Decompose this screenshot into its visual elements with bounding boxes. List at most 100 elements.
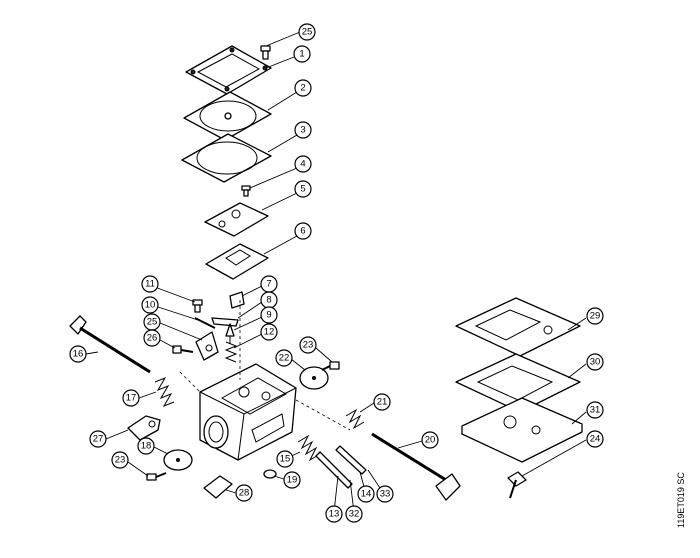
svg-text:18: 18: [141, 441, 152, 452]
callout-3: 3: [294, 121, 312, 139]
callout-9: 9: [260, 306, 278, 324]
screw-part-31: [507, 471, 527, 499]
callout-16: 16: [69, 345, 87, 363]
spring-part-12: [224, 341, 238, 363]
throttle-plate-part-18: [163, 449, 193, 471]
callout-29: 30: [586, 353, 604, 371]
callout-10: 10: [141, 296, 159, 314]
spring-part-17: [154, 376, 175, 408]
callout-5: 5: [294, 180, 312, 198]
callout-6: 6: [294, 222, 312, 240]
svg-text:5: 5: [300, 184, 305, 195]
svg-text:17: 17: [126, 393, 137, 404]
needle-part-13: [315, 451, 353, 489]
callout-31: 24: [586, 430, 604, 448]
screw-part-25-top: [260, 45, 271, 60]
svg-text:6: 6: [300, 226, 305, 237]
lever-part-24: [195, 331, 219, 361]
svg-text:32: 32: [349, 509, 360, 520]
lever-part-8: [211, 317, 239, 327]
o-ring-part-19: [263, 469, 277, 479]
svg-text:29: 29: [590, 311, 601, 322]
drawing-code-label: 119ET019 SC: [676, 472, 686, 528]
svg-text:8: 8: [266, 295, 271, 306]
callout-23-left: 23: [111, 451, 129, 469]
callout-2: 2: [294, 79, 312, 97]
svg-text:25: 25: [147, 317, 158, 328]
callout-20: 20: [421, 431, 439, 449]
screw-part-4: [241, 185, 251, 197]
callout-32: 32: [345, 505, 363, 523]
screw-part-23-right: [321, 361, 340, 371]
svg-text:20: 20: [425, 435, 436, 446]
svg-text:19: 19: [287, 475, 298, 486]
callout-19: 19: [283, 471, 301, 489]
gasket-part-3: [181, 133, 272, 183]
svg-text:24: 24: [590, 434, 601, 445]
pump-cover-part-30: [461, 397, 583, 463]
svg-text:23: 23: [303, 340, 314, 351]
svg-text:12: 12: [264, 327, 275, 338]
callout-13: 13: [325, 505, 343, 523]
fitting-part-26: [127, 415, 161, 441]
svg-text:16: 16: [73, 349, 84, 360]
spring-part-21: [345, 408, 365, 430]
svg-text:3: 3: [300, 125, 305, 136]
svg-text:9: 9: [266, 310, 271, 321]
inlet-needle-part-9: [225, 323, 235, 344]
choke-plate-part-22: [299, 366, 329, 390]
svg-text:21: 21: [377, 397, 388, 408]
svg-text:2: 2: [300, 83, 305, 94]
svg-text:13: 13: [329, 509, 340, 520]
callout-17: 17: [122, 389, 140, 407]
idle-screw-part-27: [203, 475, 233, 499]
callout-21: 21: [373, 393, 391, 411]
diaphragm-part-29: [455, 353, 581, 413]
svg-text:10: 10: [145, 300, 156, 311]
needle-part-14: [335, 445, 367, 475]
gasket-part-28: [455, 297, 581, 357]
spring-part-15: [297, 434, 321, 462]
svg-text:7: 7: [266, 279, 271, 290]
metering-lever-plate-part-5: [204, 202, 269, 237]
callout-7: 7: [260, 275, 278, 293]
screw-part-11: [192, 299, 203, 313]
svg-text:25: 25: [302, 27, 313, 38]
callout-12: 12: [260, 323, 278, 341]
callout-33: 33: [376, 485, 394, 503]
callout-22: 22: [275, 349, 293, 367]
callout-11: 11: [141, 275, 159, 293]
svg-text:22: 22: [279, 353, 290, 364]
callout-25-top: 25: [298, 23, 316, 41]
fitting-part-7: [229, 291, 245, 309]
svg-text:31: 31: [590, 405, 601, 416]
throttle-shaft-part-16: [69, 315, 151, 374]
svg-text:26: 26: [147, 333, 158, 344]
svg-text:33: 33: [380, 489, 391, 500]
carburetor-body: [199, 363, 297, 461]
callout-30: 31: [586, 401, 604, 419]
callout-14: 14: [357, 485, 375, 503]
callout-1: 1: [293, 45, 311, 63]
callout-8: 8: [260, 291, 278, 309]
svg-text:27: 27: [93, 434, 104, 445]
callout-4: 4: [294, 155, 312, 173]
screw-part-23-left: [146, 472, 167, 481]
screw-part-25-left: [172, 345, 194, 354]
callout-26: 27: [89, 430, 107, 448]
svg-text:11: 11: [145, 279, 155, 290]
callout-15: 15: [276, 450, 294, 468]
callout-25-left: 26: [143, 329, 161, 347]
diaphragm-part-2: [183, 91, 272, 141]
callout-27: 28: [235, 484, 253, 502]
svg-text:1: 1: [299, 49, 304, 60]
svg-text:14: 14: [361, 489, 372, 500]
callout-18: 18: [137, 437, 155, 455]
svg-text:30: 30: [590, 357, 601, 368]
callout-28: 29: [586, 307, 604, 325]
pin-part-10: [194, 317, 216, 329]
callout-23-right: 23: [299, 336, 317, 354]
callout-24: 25: [143, 313, 161, 331]
svg-text:23: 23: [115, 455, 126, 466]
